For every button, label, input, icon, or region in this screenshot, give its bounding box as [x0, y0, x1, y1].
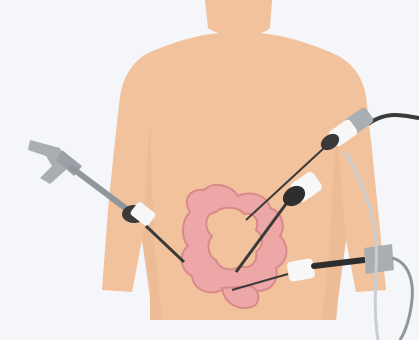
illustration-canvas [0, 0, 419, 340]
surgery-illustration [0, 0, 419, 340]
